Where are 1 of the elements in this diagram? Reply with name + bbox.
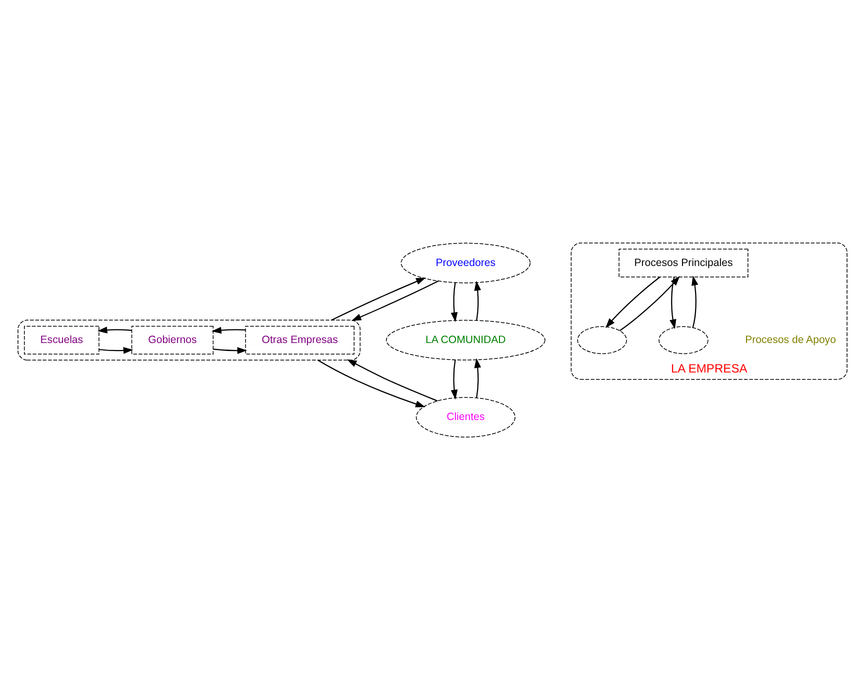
label: Procesos de Apoyo	[745, 333, 836, 346]
